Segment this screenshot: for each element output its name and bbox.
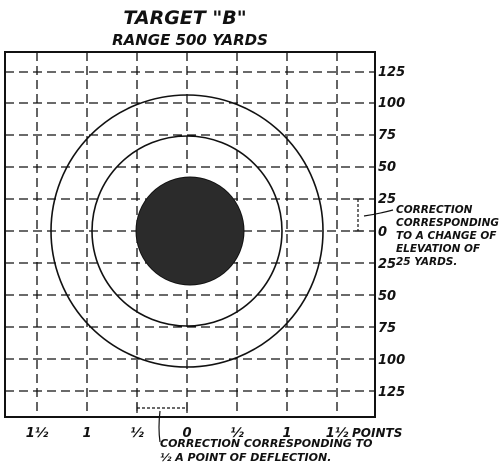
elevation-label: 100 [378,96,405,111]
elevation-scale: 125 100 75 50 25 0 25 50 75 100 125 [378,65,405,400]
elevation-note-line: CORRESPONDING [396,217,499,229]
deflection-label: 1½ [26,426,49,441]
elevation-note-line: CORRECTION [396,204,473,216]
deflection-note-line: CORRECTION CORRESPONDING TO [160,437,373,450]
deflection-label: 1½ [326,426,349,441]
elevation-label: 75 [378,321,396,336]
deflection-note-line: ½ A POINT OF DEFLECTION. [160,451,331,464]
deflection-scale: 1½ 1 ½ 0 ½ 1 1½ [26,426,349,441]
elevation-label: 125 [378,385,405,400]
middle-ring [91,135,283,327]
deflection-label: 0 [182,426,191,441]
elevation-note-line: TO A CHANGE OF [396,230,497,242]
diagram-subtitle: RANGE 500 YARDS [112,31,268,49]
deflection-label: ½ [230,426,244,441]
elevation-label: 125 [378,65,405,80]
deflection-bracket [136,403,188,443]
diagram-title: TARGET "B" [123,7,246,29]
elevation-note-line: 25 YARDS. [396,256,457,268]
elevation-label: 100 [378,353,405,368]
bullseye [135,176,245,286]
deflection-note: CORRECTION CORRESPONDING TO ½ A POINT OF… [160,437,373,464]
target-frame [4,51,376,418]
elevation-label: 50 [378,289,396,304]
elevation-note: CORRECTION CORRESPONDING TO A CHANGE OF … [396,204,499,268]
elevation-label: 25 [378,257,396,272]
deflection-label: 1 [82,426,91,441]
deflection-unit-label: POINTS [352,426,402,440]
deflection-label: ½ [130,426,144,441]
elevation-note-line: ELEVATION OF [396,243,481,255]
elevation-bracket [353,198,394,232]
deflection-label: 1 [282,426,291,441]
outer-ring [50,94,324,368]
elevation-label-zero: 0 [378,225,387,240]
elevation-label: 50 [378,160,396,175]
elevation-label: 75 [378,128,396,143]
elevation-label: 25 [378,192,396,207]
